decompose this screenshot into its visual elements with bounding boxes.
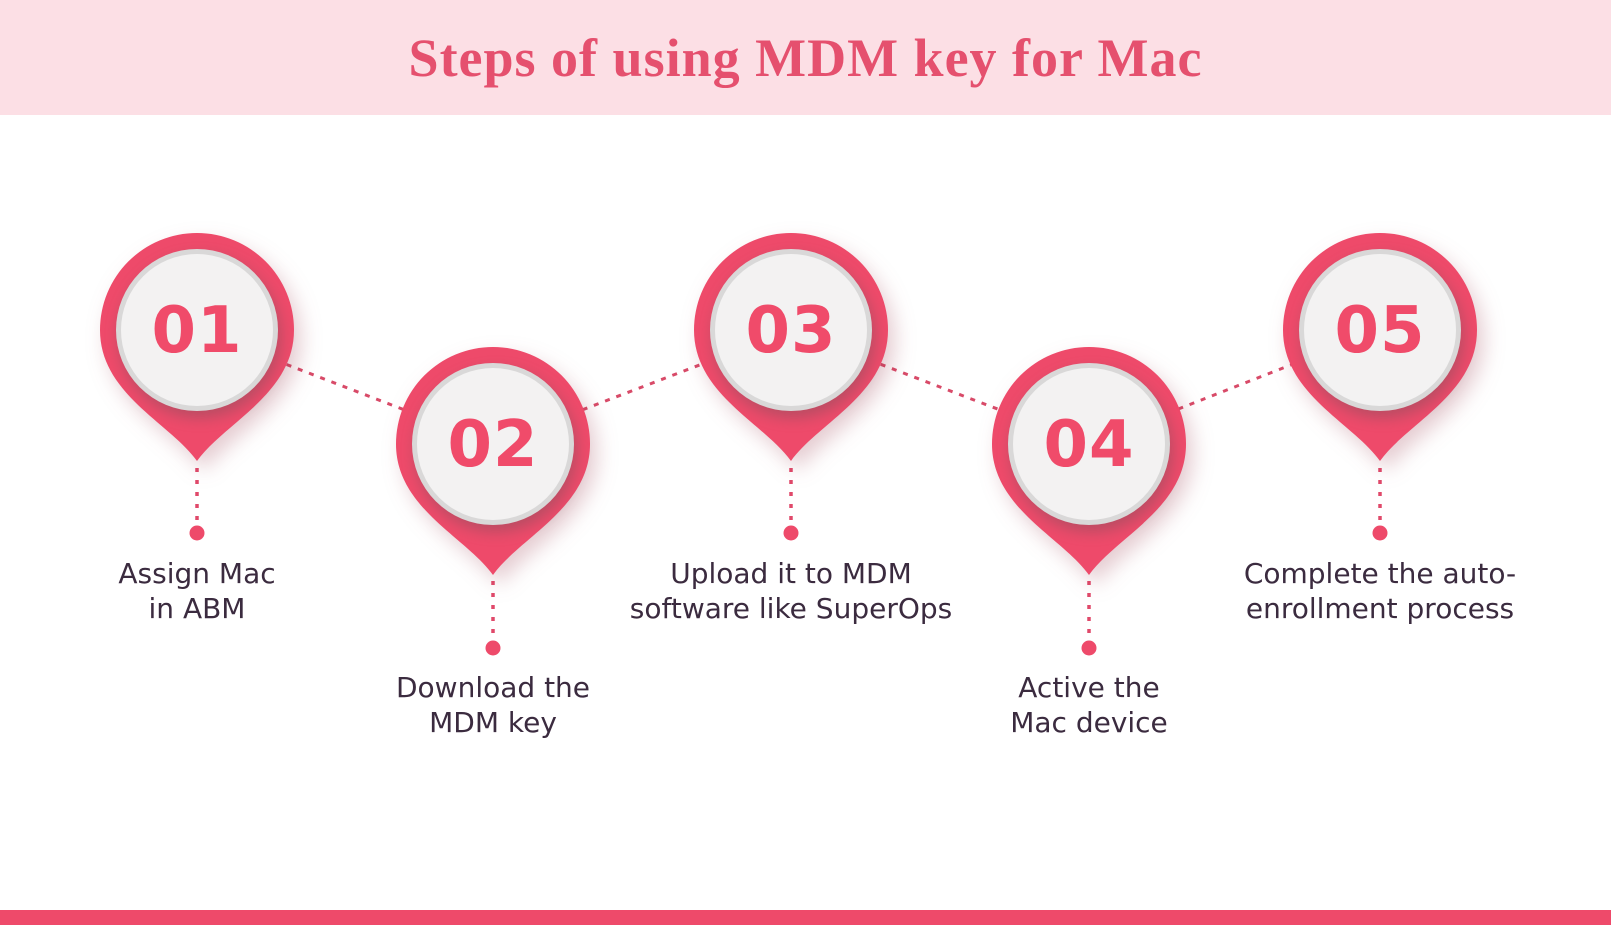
map-pin-step3: 03	[692, 231, 890, 471]
step4-label-line1: Active the	[1018, 671, 1160, 704]
step5-label-line2: enrollment process	[1245, 592, 1515, 625]
step-number: 04	[1043, 408, 1134, 482]
step1-label-line1: Assign Mac	[118, 557, 276, 590]
leader-dot-step5	[1372, 525, 1388, 541]
map-pin-step5: 05	[1281, 231, 1479, 471]
step-number: 05	[1334, 294, 1425, 368]
step-number: 02	[447, 408, 538, 482]
step4-label-line2: Mac device	[1010, 706, 1168, 739]
step1-label: Assign Mac in ABM	[0, 556, 397, 626]
step3-label-line1: Upload it to MDM	[670, 557, 912, 590]
step5-label: Complete the auto- enrollment process	[1180, 556, 1580, 626]
step1-label-line2: in ABM	[148, 592, 246, 625]
step5-label-line1: Complete the auto-	[1243, 557, 1517, 590]
step3-label-line2: software like SuperOps	[629, 592, 953, 625]
step4-label: Active the Mac device	[889, 670, 1289, 740]
map-pin-icon: 03	[694, 232, 888, 461]
bottom-accent-bar	[0, 910, 1611, 925]
map-pin-icon: 02	[396, 346, 590, 575]
step-number: 03	[745, 294, 836, 368]
map-pin-step4: 04	[990, 345, 1188, 585]
step2-label-line1: Download the	[395, 671, 591, 704]
step2-label-line2: MDM key	[429, 706, 557, 739]
map-pin-icon: 04	[992, 346, 1186, 575]
header-band: Steps of using MDM key for Mac	[0, 0, 1611, 115]
leader-dot-step2	[485, 640, 501, 656]
step-number: 01	[151, 294, 242, 368]
step3-label: Upload it to MDM software like SuperOps	[591, 556, 991, 626]
map-pin-icon: 01	[99, 232, 294, 461]
leader-dot-step4	[1081, 640, 1097, 656]
map-pin-step2: 02	[394, 345, 592, 585]
map-pin-step1: 01	[98, 231, 296, 471]
step2-label: Download the MDM key	[293, 670, 693, 740]
page-title: Steps of using MDM key for Mac	[408, 27, 1203, 88]
leader-dot-step3	[783, 525, 799, 541]
map-pin-icon: 05	[1283, 232, 1477, 461]
leader-dot-step1	[189, 525, 205, 541]
